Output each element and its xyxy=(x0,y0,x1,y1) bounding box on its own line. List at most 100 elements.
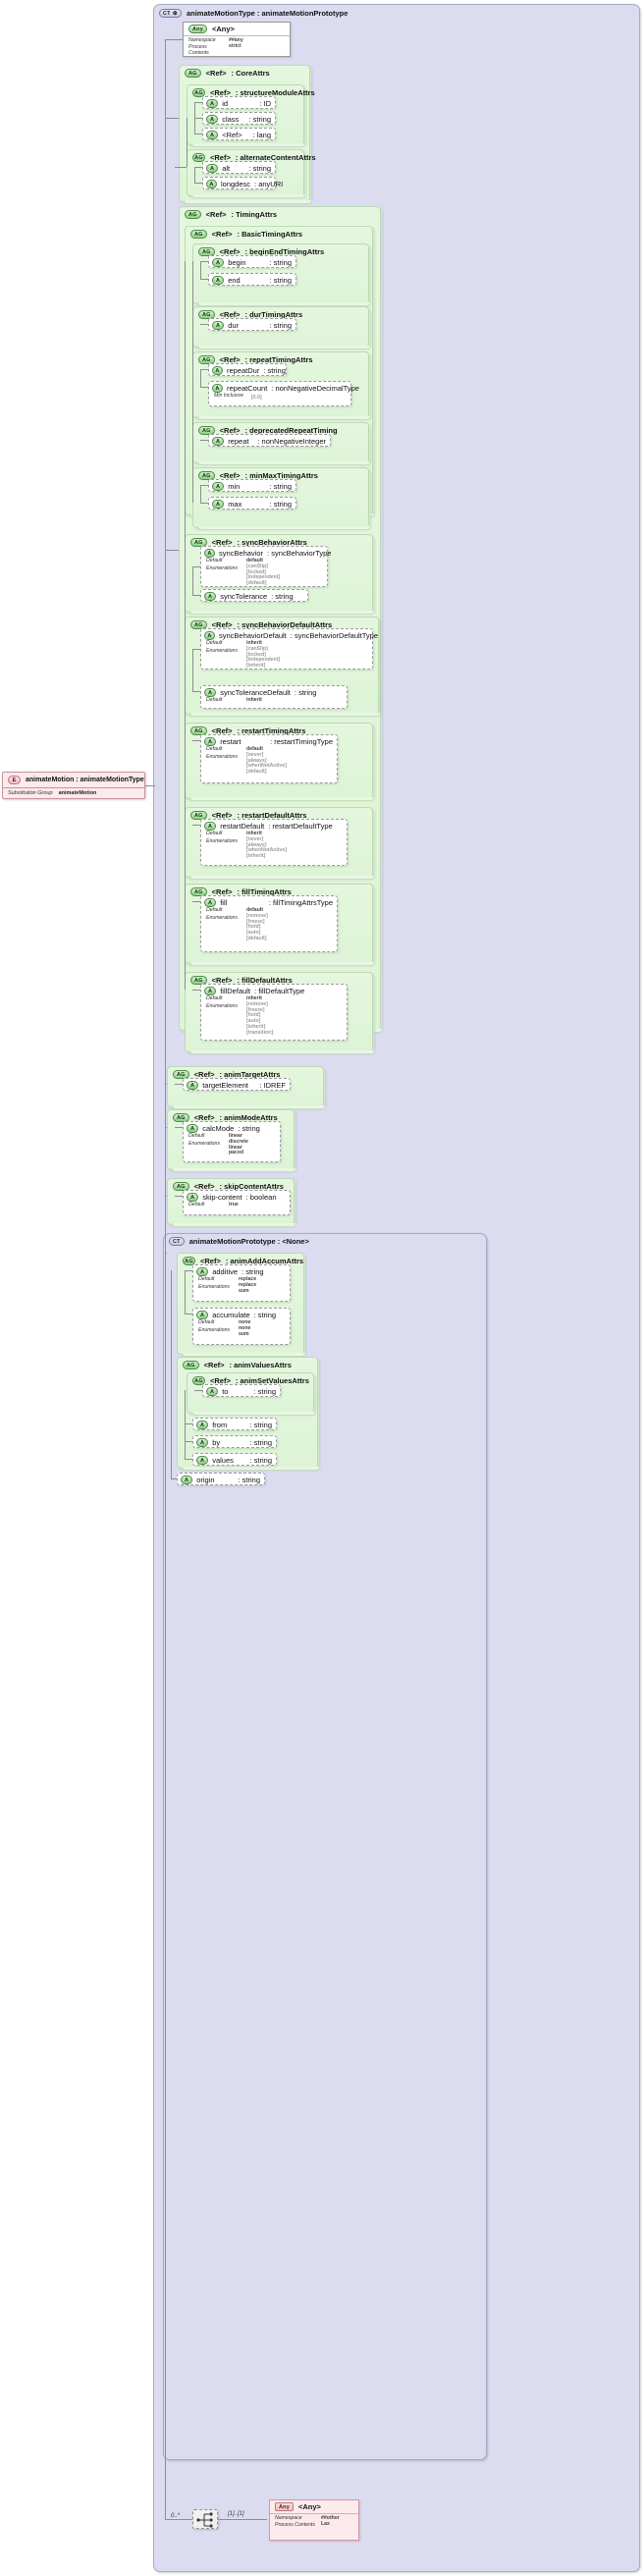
attribute-type: : anyURI xyxy=(254,180,284,188)
enum-value: [default] xyxy=(246,580,267,587)
group-name: : structureModuleAttrs xyxy=(235,88,315,97)
attribute-group-icon: AG xyxy=(185,69,201,78)
group-ref-label: <Ref> xyxy=(211,726,233,735)
group-durTimingAttrs[interactable]: AG <Ref> : durTimingAttrs xyxy=(192,306,371,349)
group-header: AG <Ref> : deprecatedRepeatTiming xyxy=(193,423,368,437)
connector xyxy=(185,1459,192,1460)
attribute-from[interactable]: A from : string xyxy=(192,1418,277,1430)
attribute-group-icon: AG xyxy=(190,620,207,629)
group-header: AG <Ref> : animValuesAttrs xyxy=(178,1358,317,1371)
sequence-compositor-icon[interactable] xyxy=(192,2509,218,2529)
group-header: AG <Ref> : structureModuleAttrs xyxy=(188,85,315,99)
substitution-group-value: animateMotion xyxy=(58,790,97,796)
group-header: AG <Ref> : minMaxTimingAttrs xyxy=(193,468,368,482)
attribute-begin[interactable]: A begin : string xyxy=(208,255,296,268)
attribute-class[interactable]: A class : string xyxy=(202,112,276,125)
attribute-name: origin xyxy=(196,1476,215,1484)
attribute-targetElement[interactable]: A targetElement : IDREF xyxy=(183,1078,291,1091)
attribute-group-icon: AG xyxy=(190,726,207,735)
attribute-calcMode[interactable]: A calcMode : string Default Enumerations… xyxy=(183,1121,281,1162)
facet-default-label: Default xyxy=(206,995,223,1001)
attribute-alt[interactable]: A alt : string xyxy=(202,161,276,174)
complex-type-header: CT animateMotionType : animateMotionProt… xyxy=(154,5,639,20)
enum-value: [freeze] xyxy=(246,1006,265,1013)
attribute-id[interactable]: A id : ID xyxy=(202,96,276,109)
attribute-lang[interactable]: A <Ref> : lang xyxy=(202,128,276,140)
group-header: AG <Ref> : syncBehaviorDefaultAttrs xyxy=(186,617,378,631)
attribute-to[interactable]: A to : string xyxy=(202,1384,281,1397)
attribute-type: : string xyxy=(249,1438,272,1447)
attribute-skip-content[interactable]: A skip-content : boolean Default true xyxy=(183,1190,291,1215)
attribute-type: : string xyxy=(269,321,292,330)
any-particle-bottom[interactable]: Any <Any> Namespace Process Contents ##o… xyxy=(269,2499,359,2541)
connector xyxy=(200,261,208,262)
connector xyxy=(165,1084,167,1085)
connector xyxy=(185,1441,192,1442)
attribute-repeatCount[interactable]: A repeatCount : nonNegativeDecimalType M… xyxy=(208,381,359,406)
any-namespace-value: ##any xyxy=(229,37,243,43)
attribute-fillDefault[interactable]: A fillDefault : fillDefaultType Default … xyxy=(200,984,348,1041)
attribute-name: id xyxy=(222,99,229,108)
attribute-repeatDur[interactable]: A repeatDur : string xyxy=(208,363,287,376)
attribute-longdesc[interactable]: A longdesc : anyURI xyxy=(202,177,283,189)
attribute-type: : string xyxy=(263,366,286,375)
attribute-icon: A xyxy=(187,1193,199,1202)
attribute-icon: A xyxy=(204,822,217,831)
attribute-min[interactable]: A min : string xyxy=(208,479,296,492)
attribute-name: targetElement xyxy=(202,1081,248,1090)
enum-value: [independent] xyxy=(246,574,281,581)
attribute-icon: A xyxy=(212,366,223,375)
group-ref-label: <Ref> xyxy=(219,355,241,364)
attribute-restartDefault[interactable]: A restartDefault : restartDefaultType De… xyxy=(200,819,348,866)
attribute-name: from xyxy=(212,1421,228,1429)
attribute-syncToleranceDefault[interactable]: A syncToleranceDefault : string Default … xyxy=(200,685,348,709)
attribute-type: : IDREF xyxy=(259,1081,286,1090)
group-ref-label: <Ref> xyxy=(219,310,241,319)
attribute-group-icon: AG xyxy=(190,230,207,239)
attribute-max[interactable]: A max : string xyxy=(208,497,296,510)
attribute-syncTolerance[interactable]: A syncTolerance : string xyxy=(200,589,308,602)
attribute-by[interactable]: A by : string xyxy=(192,1435,277,1448)
attribute-additive[interactable]: A additive : string Default Enumerations… xyxy=(192,1264,291,1302)
enum-value: [auto] xyxy=(246,930,261,937)
group-name: : fillDefaultAttrs xyxy=(237,976,293,985)
attribute-name: values xyxy=(212,1456,234,1465)
attribute-name: class xyxy=(222,115,240,124)
group-header: AG <Ref> : skipContentAttrs xyxy=(168,1179,294,1193)
attribute-syncBehaviorDefault[interactable]: A syncBehaviorDefault : syncBehaviorDefa… xyxy=(200,628,378,670)
attribute-repeat[interactable]: A repeat : nonNegativeInteger xyxy=(208,434,331,447)
attribute-name: syncTolerance xyxy=(220,592,268,601)
attribute-values[interactable]: A values : string xyxy=(192,1453,277,1466)
attribute-name: begin xyxy=(228,258,246,267)
attribute-origin[interactable]: A origin : string xyxy=(177,1473,265,1485)
connector xyxy=(200,261,201,280)
enum-value: [inherit] xyxy=(246,663,266,670)
enum-value: discrete xyxy=(229,1138,248,1145)
attribute-icon: A xyxy=(187,1081,199,1090)
attribute-name: alt xyxy=(222,164,231,173)
attribute-fill[interactable]: A fill : fillTimingAttrsType Default Enu… xyxy=(200,895,338,952)
group-header: AG <Ref> : BasicTimingAttrs xyxy=(186,227,372,241)
attribute-accumulate[interactable]: A accumulate : string Default Enumeratio… xyxy=(192,1308,291,1345)
enum-value: sum xyxy=(239,1330,249,1337)
any-particle-top[interactable]: Any <Any> Namespace Process Contents ##a… xyxy=(183,22,291,57)
attribute-name: to xyxy=(222,1387,229,1396)
element-animateMotion[interactable]: E animateMotion : animateMotionType Subs… xyxy=(2,772,145,799)
group-header: AG <Ref> : durTimingAttrs xyxy=(193,307,368,321)
attribute-dur[interactable]: A dur : string xyxy=(208,318,296,331)
attribute-syncBehavior[interactable]: A syncBehavior : syncBehaviorType Defaul… xyxy=(200,546,331,587)
attribute-restart[interactable]: A restart : restartTimingType Default En… xyxy=(200,734,338,783)
enum-value: [transition] xyxy=(246,1029,274,1036)
group-header: AG <Ref> : alternateContentAttrs xyxy=(188,150,316,164)
group-name: : BasicTimingAttrs xyxy=(237,230,303,239)
attribute-end[interactable]: A end : string xyxy=(208,273,296,286)
element-icon: E xyxy=(8,776,21,784)
attribute-icon: A xyxy=(181,1476,193,1484)
attribute-icon: A xyxy=(206,164,219,173)
group-header: AG <Ref> : animAddAccumAttrs xyxy=(178,1254,303,1267)
connector xyxy=(200,279,208,280)
group-header: AG <Ref> : beginEndTimingAttrs xyxy=(193,244,368,258)
attribute-icon: A xyxy=(204,898,217,907)
enum-value: [auto] xyxy=(246,1018,261,1025)
enum-value: [freeze] xyxy=(246,918,265,925)
